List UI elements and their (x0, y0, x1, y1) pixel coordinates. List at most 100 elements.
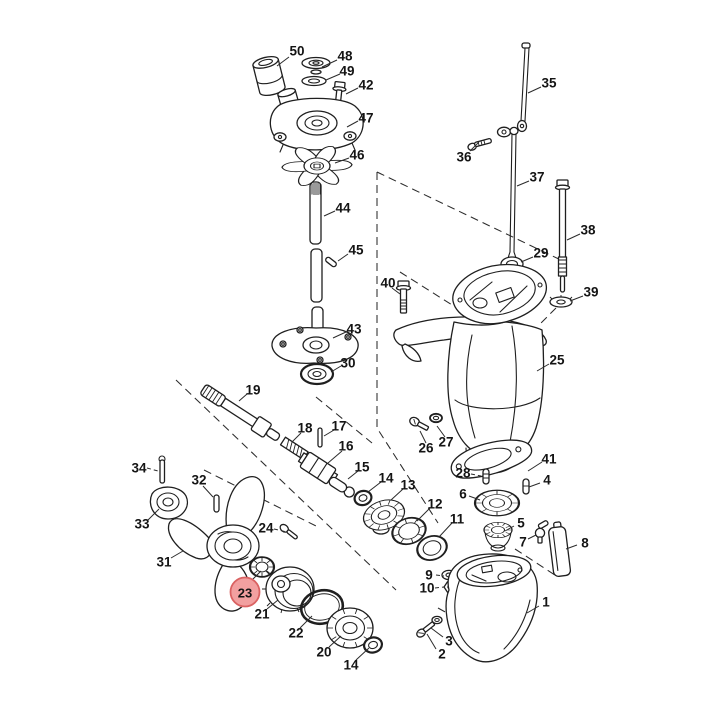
part-label-7: 7 (519, 535, 527, 550)
leader-line-34 (146, 467, 159, 472)
part-label-20: 20 (316, 645, 331, 660)
part-4-dowel-pin (522, 478, 530, 495)
leader-line-40 (391, 287, 401, 295)
leader-line-32 (202, 485, 214, 498)
leader-line-7 (527, 534, 537, 540)
leader-line-48 (321, 59, 338, 68)
leader-line-10 (434, 586, 445, 589)
part-label-36: 36 (456, 150, 472, 165)
part-label-15: 15 (354, 460, 370, 475)
part-41-bearing-housing-gasket (450, 439, 533, 479)
leader-line-39 (569, 295, 584, 302)
part-40-bolt (395, 280, 412, 314)
leader-line-22 (299, 615, 313, 629)
leader-line-28 (470, 473, 482, 477)
part-35-shift-rod-upper (516, 42, 531, 133)
leader-line-6 (468, 495, 481, 501)
part-label-44: 44 (335, 201, 351, 216)
part-12-bearing-race (391, 516, 427, 546)
part-label-38: 38 (580, 223, 596, 238)
leader-line-26 (419, 430, 427, 444)
leader-line-47 (346, 120, 359, 128)
part-label-43: 43 (346, 322, 362, 337)
part-33-propeller-cap-nut (149, 486, 188, 520)
part-27-washer (429, 412, 443, 424)
part-49-gasket (301, 75, 327, 87)
part-label-31: 31 (156, 555, 172, 570)
leader-line-24 (273, 528, 288, 533)
part-46-impeller (281, 146, 353, 186)
part-label-6: 6 (459, 487, 467, 502)
leader-line-46 (334, 157, 350, 164)
part-label-5: 5 (517, 516, 525, 531)
part-11-thrust-ring (416, 535, 448, 561)
part-label-12: 12 (427, 497, 442, 512)
construction-lines (175, 171, 566, 631)
part-label-40: 40 (380, 276, 395, 291)
part-label-26: 26 (418, 441, 434, 456)
part-label-48: 48 (337, 49, 353, 64)
part-19-propeller-shaft (200, 384, 281, 441)
part-label-19: 19 (245, 383, 260, 398)
part-17-cross-pin (317, 427, 323, 448)
part-label-42: 42 (358, 78, 373, 93)
part-label-49: 49 (339, 64, 354, 79)
part-label-8: 8 (581, 536, 589, 551)
part-23-thrust-hub (248, 556, 276, 578)
part-32-shear-pin (213, 494, 220, 513)
leader-line-44 (323, 210, 336, 217)
part-14-washer-front (353, 489, 373, 507)
leader-line-4 (528, 482, 541, 488)
part-label-30: 30 (340, 356, 355, 371)
part-label-14: 14 (378, 471, 394, 486)
part-36-link-bolt (467, 126, 512, 151)
part-label-33: 33 (134, 517, 150, 532)
part-13-pinion-gear (362, 499, 406, 535)
part-label-50: 50 (289, 44, 304, 59)
part-34-cotter-pin (158, 455, 166, 484)
part-39-washer (549, 295, 573, 308)
part-label-14: 14 (343, 658, 359, 673)
leader-line-30 (330, 365, 342, 373)
leader-line-15 (347, 470, 359, 480)
part-3-drain-screw (416, 621, 436, 638)
leader-line-14 (355, 647, 370, 661)
part-label-35: 35 (541, 76, 557, 91)
part-label-18: 18 (297, 421, 313, 436)
part-50-pump-cup (252, 55, 286, 96)
highlight-balloon-23[interactable] (229, 576, 261, 608)
leader-line-14 (367, 481, 382, 493)
part-37-shift-rod-lower (507, 126, 519, 259)
part-6-ball-bearing (473, 489, 521, 517)
part-26-screw (409, 416, 430, 431)
leader-line-35 (527, 86, 542, 94)
part-label-32: 32 (191, 473, 206, 488)
leader-line-36 (469, 141, 480, 152)
part-45-pin (325, 256, 337, 268)
part-8-anode-plate (548, 521, 572, 577)
part-2-drain-washer (431, 615, 443, 625)
part-label-2: 2 (438, 647, 446, 662)
leader-line-2 (426, 633, 437, 650)
leader-line-43 (332, 331, 347, 339)
part-label-4: 4 (543, 473, 551, 488)
leader-line-5 (504, 525, 515, 532)
part-label-17: 17 (331, 419, 346, 434)
leader-line-38 (566, 233, 581, 241)
leader-line-19 (238, 393, 248, 402)
part-25-upper-gearcase-housing (393, 263, 547, 474)
leader-line-16 (327, 450, 343, 464)
part-label-16: 16 (338, 439, 354, 454)
leader-line-45 (337, 253, 349, 262)
part-label-29: 29 (533, 246, 548, 261)
part-30-oil-seal (299, 362, 335, 386)
part-label-28: 28 (455, 466, 471, 481)
leader-line-3 (430, 627, 444, 638)
part-label-39: 39 (583, 285, 598, 300)
part-22-o-ring (299, 588, 345, 626)
part-label-25: 25 (549, 353, 565, 368)
leader-line-21 (266, 599, 279, 610)
part-label-47: 47 (358, 111, 373, 126)
